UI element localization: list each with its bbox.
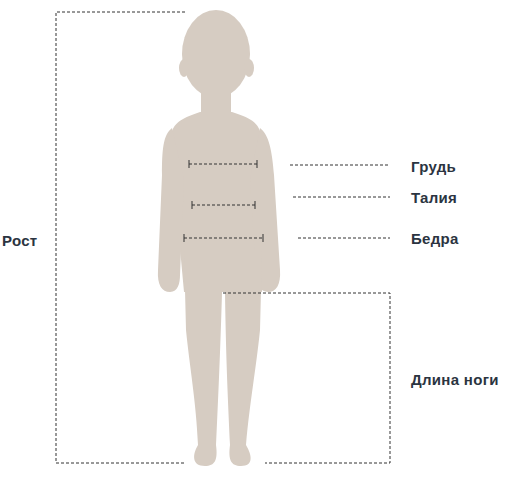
tick (189, 160, 190, 168)
measure-lines (56, 12, 390, 463)
end-ticks (184, 160, 263, 242)
hips-line (184, 238, 263, 239)
tick (257, 160, 258, 168)
measure-label: Длина ноги (411, 371, 499, 388)
tick (184, 234, 185, 242)
leg (184, 250, 222, 466)
measure-label: Талия (411, 189, 457, 206)
child-silhouette (158, 10, 280, 466)
leader-line (293, 197, 390, 198)
arm (158, 128, 184, 292)
leader-line (290, 165, 390, 166)
leg (225, 250, 262, 466)
tick (263, 234, 264, 242)
leg-bracket (223, 293, 390, 463)
ear (179, 59, 189, 77)
measure-label: Бедра (411, 230, 459, 247)
tick (255, 201, 256, 209)
head (182, 10, 250, 98)
chest-line (189, 164, 257, 165)
waist-line (192, 205, 255, 206)
height-bracket (56, 12, 185, 463)
tick (192, 201, 193, 209)
measure-label: Грудь (411, 158, 456, 175)
measure-label: Рост (2, 232, 38, 249)
leader-line (298, 238, 390, 239)
ear (244, 59, 254, 77)
